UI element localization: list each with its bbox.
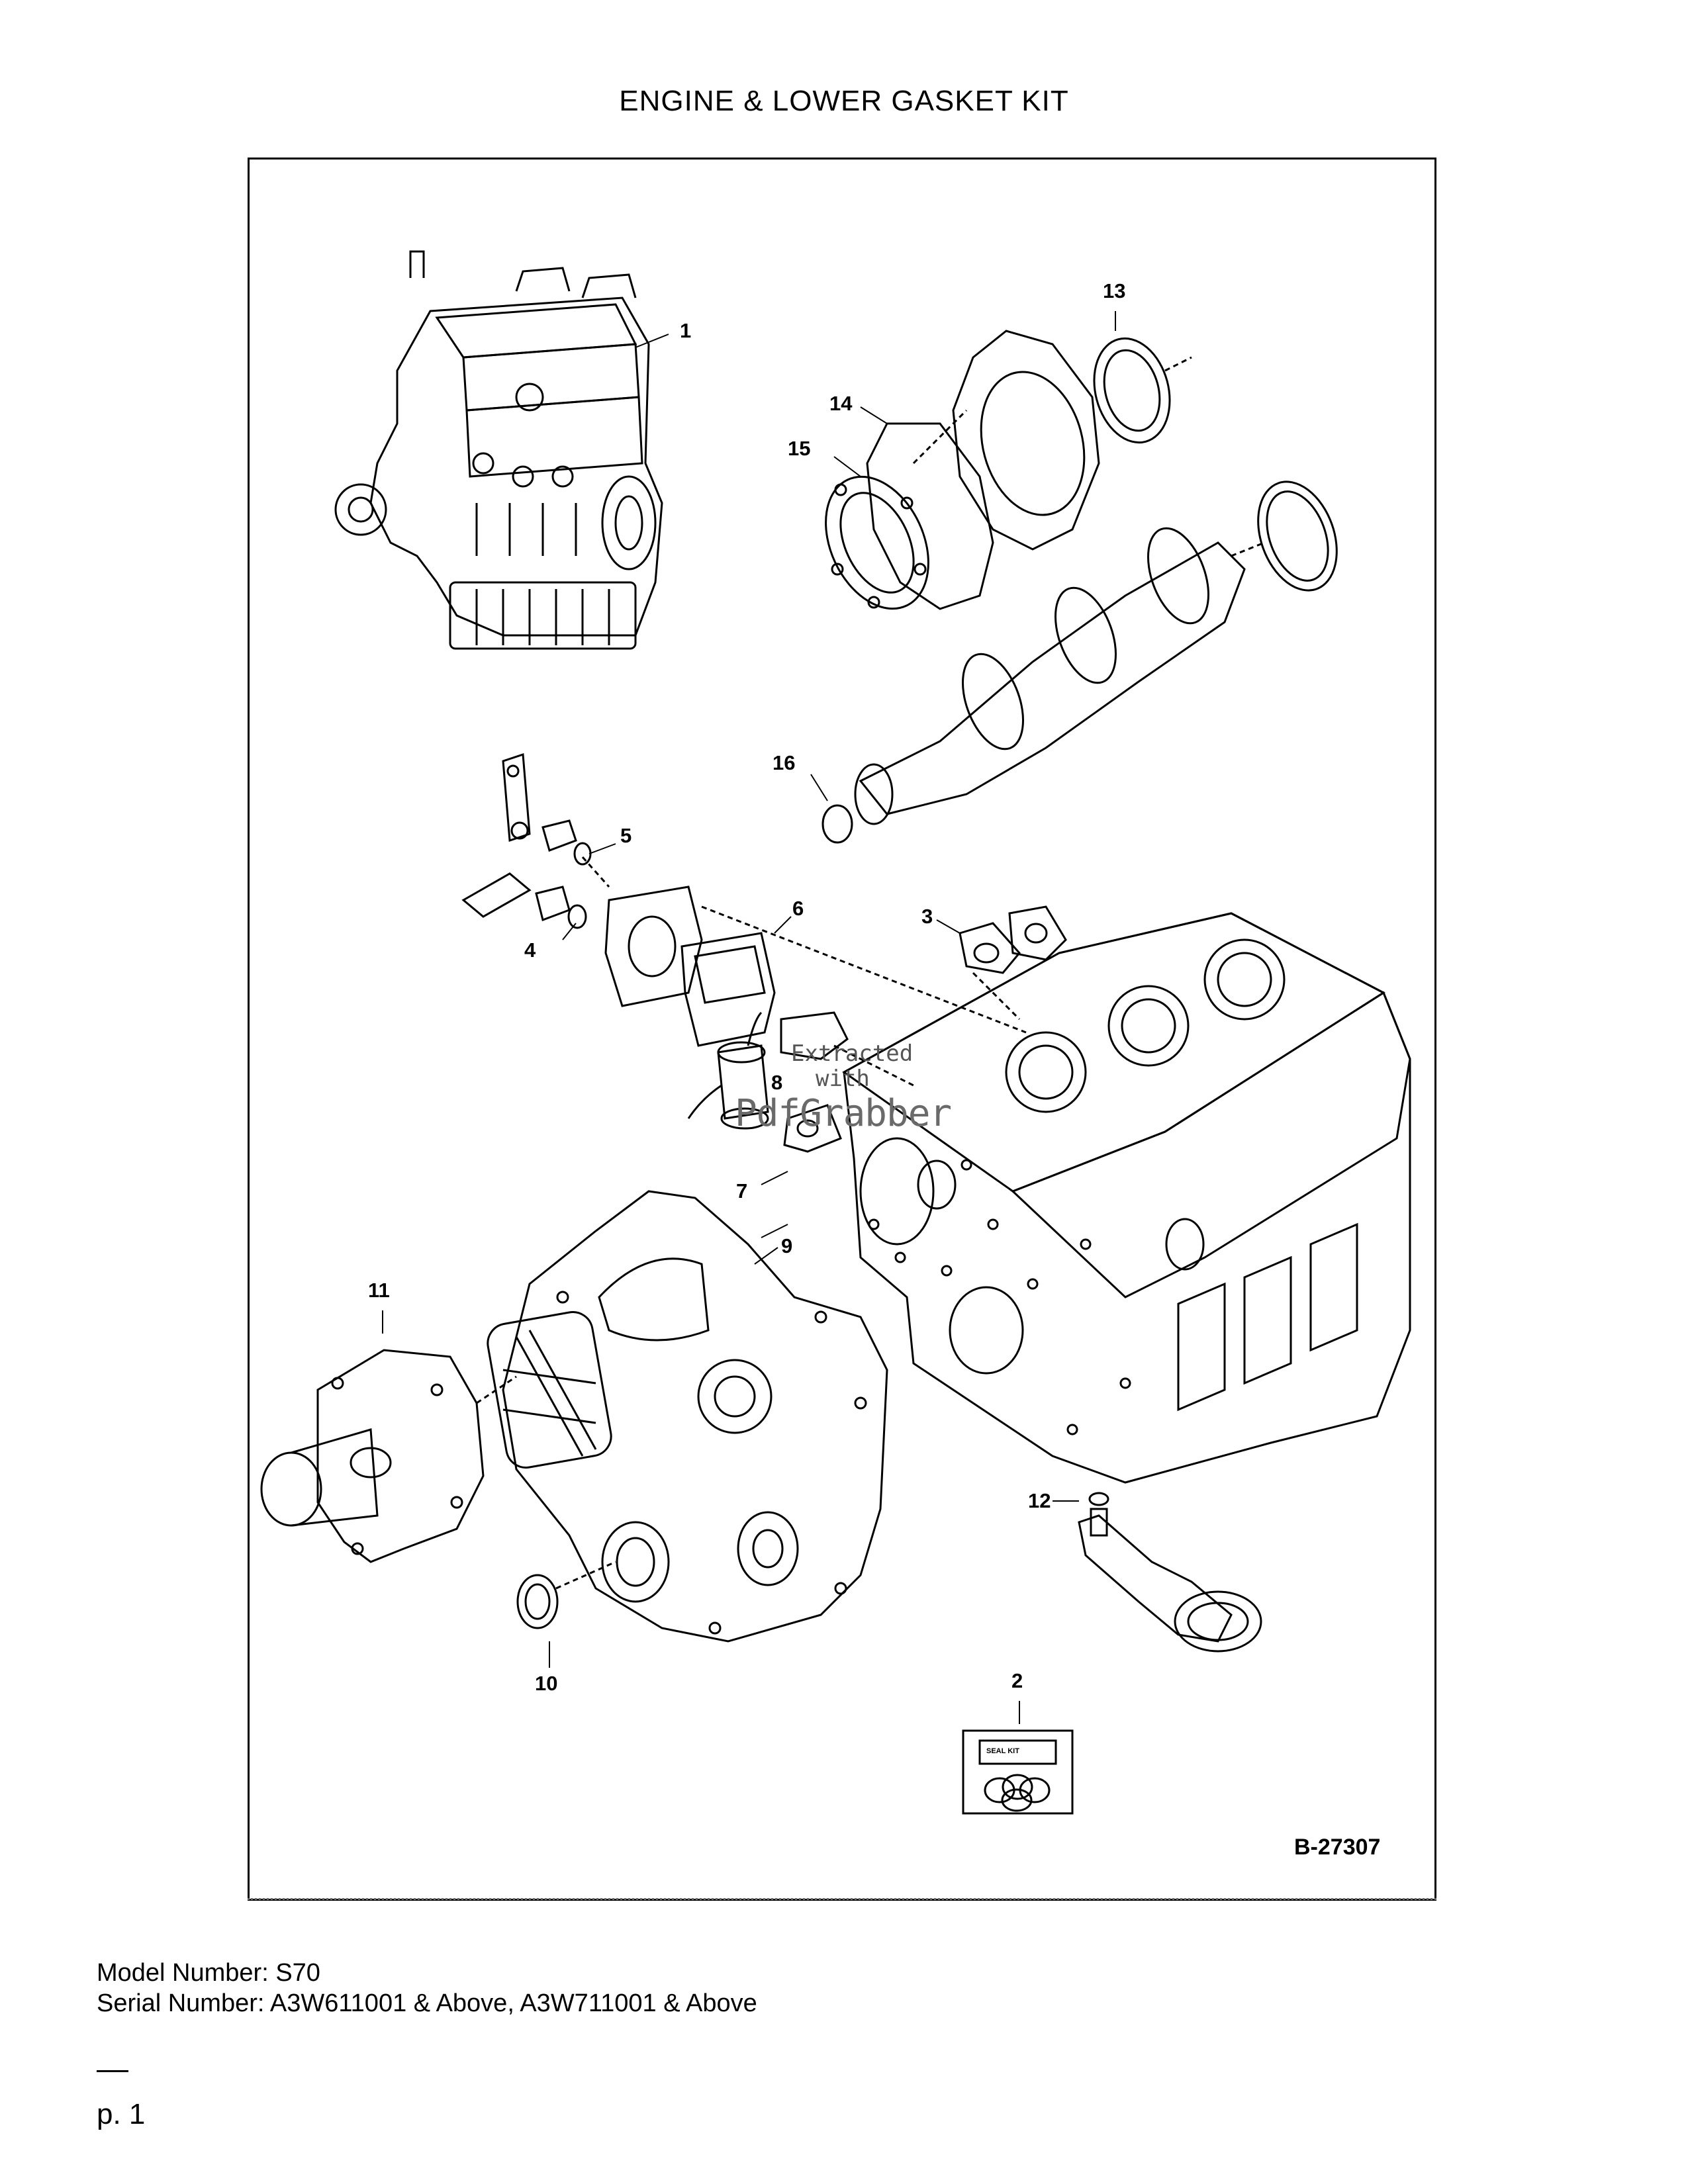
- callout-9: 9: [781, 1234, 793, 1257]
- callout-leader-lines: [382, 311, 1116, 1724]
- callout-6: 6: [792, 897, 804, 920]
- callout-8: 8: [771, 1071, 783, 1094]
- callout-3: 3: [921, 905, 933, 928]
- governor-lever-illustration: [461, 752, 1027, 1047]
- seal-kit-label: SEAL KIT: [986, 1747, 1019, 1755]
- oil-strainer-illustration: [1078, 1492, 1262, 1653]
- page-number-rule: [97, 2070, 128, 2072]
- cylinder-block-illustration: [842, 912, 1411, 1484]
- callout-1: 1: [680, 319, 692, 342]
- callout-13: 13: [1103, 279, 1126, 302]
- gear-case-illustration: [487, 1190, 888, 1643]
- callout-11: 11: [368, 1279, 390, 1302]
- callout-4: 4: [524, 938, 536, 962]
- front-oil-seal-illustration: [516, 1561, 616, 1629]
- engine-assembly-illustration: [334, 250, 663, 650]
- callout-2: 2: [1011, 1669, 1023, 1692]
- water-pump-illustration: [260, 1349, 517, 1563]
- figure-reference: B-27307: [1294, 1835, 1381, 1860]
- callout-15: 15: [788, 437, 811, 460]
- watermark-line2: with: [816, 1066, 870, 1092]
- rear-seal-housing-illustration: [825, 330, 1192, 610]
- callout-12: 12: [1028, 1489, 1051, 1512]
- page-title: ENGINE & LOWER GASKET KIT: [619, 85, 1069, 117]
- watermark-line3: PdfGrabber: [735, 1092, 952, 1135]
- gasket-illustration: [959, 905, 1067, 1021]
- callout-16: 16: [773, 751, 796, 774]
- callout-10: 10: [535, 1672, 558, 1695]
- callout-14: 14: [829, 392, 853, 415]
- watermark-line1: Extracted: [791, 1040, 914, 1067]
- frame-divider: [248, 1898, 1436, 1900]
- exploded-parts-diagram: [260, 250, 1411, 1815]
- callout-7: 7: [736, 1179, 748, 1203]
- model-number: Model Number: S70: [97, 1959, 320, 1987]
- serial-number: Serial Number: A3W611001 & Above, A3W711…: [97, 1989, 757, 2017]
- seal-kit-box-illustration: [962, 1729, 1074, 1815]
- callout-5: 5: [620, 824, 632, 847]
- crankshaft-illustration: [821, 480, 1338, 844]
- fuel-pump-illustration: [687, 1011, 914, 1153]
- page-number: p. 1: [97, 2098, 146, 2130]
